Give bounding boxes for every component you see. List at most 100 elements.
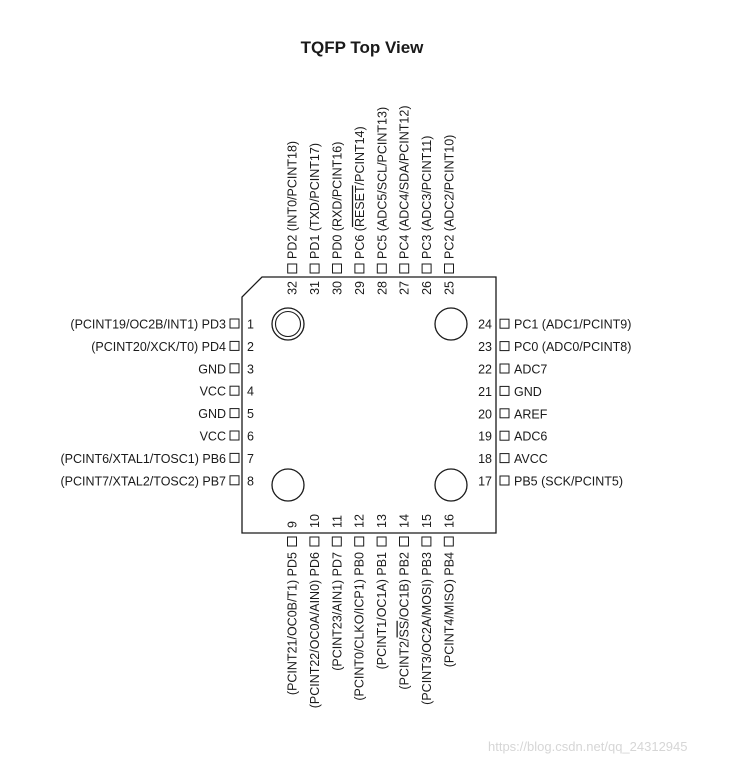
- pin-label-6: VCC: [200, 430, 226, 444]
- package-body: [241, 276, 497, 534]
- pin-label-17: PB5 (SCK/PCINT5): [514, 475, 623, 489]
- pin-label-20: AREF: [514, 407, 548, 421]
- pin-number-7: 7: [247, 452, 254, 466]
- pin-number-32: 32: [286, 281, 300, 295]
- pin-pad-bottom-12: [354, 536, 365, 547]
- pin-label-1: (PCINT19/OC2B/INT1) PD3: [70, 318, 226, 332]
- pin-pad-bottom-15: [421, 536, 432, 547]
- pin-pad-left-1: [229, 318, 240, 329]
- pin-pad-top-30: [332, 263, 342, 274]
- pin-number-11: 11: [330, 515, 344, 528]
- pin-label-4: VCC: [200, 385, 226, 399]
- pin-number-24: 24: [478, 318, 492, 332]
- pin-pad-bottom-16: [443, 536, 454, 547]
- pin-number-2: 2: [247, 340, 254, 354]
- pin-label-26: PC3 (ADC3/PCINT11): [420, 136, 434, 259]
- pin-pad-right-19: [499, 430, 510, 441]
- pin-pad-top-25: [444, 263, 454, 274]
- pin-pad-right-24: [499, 318, 510, 329]
- pin-number-29: 29: [353, 281, 367, 295]
- pin-pad-top-27: [399, 263, 410, 274]
- pin-label-12: (PCINT0/CLKO/ICP1) PB0: [353, 552, 367, 701]
- pin1-indicator-outer-circle: [271, 307, 305, 341]
- pin-pad-bottom-9: [287, 536, 297, 547]
- pin-pad-bottom-13: [376, 536, 387, 547]
- pin-number-25: 25: [443, 281, 457, 295]
- pin-label-8: (PCINT7/XTAL2/TOSC2) PB7: [60, 474, 226, 488]
- pin-label-14: (PCINT2/SS/OC1B) PB2: [398, 552, 412, 690]
- pin-number-21: 21: [478, 385, 492, 399]
- pin-pad-top-29: [354, 263, 365, 274]
- watermark-text: https://blog.csdn.net/qq_24312945: [488, 739, 688, 754]
- pin-number-8: 8: [247, 474, 254, 488]
- pin-pad-left-4: [229, 385, 240, 396]
- pin-number-12: 12: [353, 514, 367, 528]
- pin-number-5: 5: [247, 407, 254, 421]
- pin-pad-left-6: [229, 430, 240, 441]
- pin-pad-bottom-10: [309, 536, 320, 547]
- pin-number-14: 14: [398, 514, 412, 528]
- pin-label-3: GND: [198, 362, 226, 376]
- package-outline: [241, 276, 497, 534]
- pin-number-18: 18: [478, 452, 492, 466]
- pin-label-7: (PCINT6/XTAL1/TOSC1) PB6: [60, 452, 226, 466]
- pin1-indicator-inner-circle: [274, 310, 302, 338]
- pin-label-25: PC2 (ADC2/PCINT10): [443, 135, 457, 259]
- pin-label-11: (PCINT23/AIN1) PD7: [330, 552, 344, 671]
- pin-label-5: GND: [198, 407, 226, 421]
- pin-label-27: PC4 (ADC4/SDA/PCINT12): [398, 105, 412, 259]
- pin-label-10: (PCINT22/OC0A/AIN0) PD6: [308, 552, 322, 708]
- pin-number-31: 31: [308, 281, 322, 295]
- pin-group: 1(PCINT19/OC2B/INT1) PD32(PCINT20/XCK/T0…: [60, 105, 631, 708]
- pin-pad-bottom-14: [399, 536, 409, 547]
- pin-pad-top-31: [309, 263, 320, 274]
- pin-number-22: 22: [478, 363, 492, 377]
- pin-pad-right-17: [499, 475, 510, 486]
- pin-number-20: 20: [478, 407, 492, 421]
- pin-label-9: (PCINT21/OC0B/T1) PD5: [286, 552, 300, 695]
- pin-number-27: 27: [398, 281, 412, 295]
- pin-pad-top-26: [421, 263, 432, 274]
- pin-pad-right-23: [499, 341, 510, 352]
- pin-number-19: 19: [478, 430, 492, 444]
- pin-label-29: PC6 (RESET/PCINT14): [353, 126, 367, 259]
- pin-pad-top-32: [287, 263, 298, 274]
- pin-number-26: 26: [420, 281, 434, 295]
- pin-number-4: 4: [247, 385, 254, 399]
- pin-pad-left-5: [229, 408, 240, 419]
- pin-pad-right-21: [499, 385, 510, 396]
- pin-label-31: PD1 (TXD/PCINT17): [308, 143, 322, 259]
- corner-circle-bottom-left: [271, 468, 305, 502]
- pin-number-28: 28: [375, 281, 389, 295]
- pin-label-23: PC0 (ADC0/PCINT8): [514, 340, 631, 354]
- pin-label-15: (PCINT3/OC2A/MOSI) PB3: [420, 552, 434, 705]
- pin-number-3: 3: [247, 362, 254, 376]
- pin-pad-right-22: [499, 363, 510, 374]
- pin-label-18: AVCC: [514, 452, 548, 466]
- corner-circle-bottom-right: [434, 468, 468, 502]
- pin-number-10: 10: [308, 514, 322, 528]
- pin-label-19: ADC6: [514, 430, 547, 444]
- diagram-title: TQFP Top View: [301, 38, 425, 57]
- pin-label-28: PC5 (ADC5/SCL/PCINT13): [375, 107, 389, 259]
- pin-number-1: 1: [247, 318, 254, 332]
- pin-number-30: 30: [331, 281, 345, 295]
- pin-number-6: 6: [247, 430, 254, 444]
- pin-number-9: 9: [286, 521, 300, 528]
- pin-number-23: 23: [478, 340, 492, 354]
- pin-pad-left-3: [229, 363, 240, 374]
- pin-pad-left-7: [229, 452, 240, 463]
- pin-label-13: (PCINT1/OC1A) PB1: [375, 552, 389, 669]
- pin-label-30: PD0 (RXD/PCINT16): [331, 142, 345, 259]
- pin-number-16: 16: [442, 514, 456, 528]
- pin-number-15: 15: [420, 514, 434, 528]
- pin-pad-left-2: [229, 340, 240, 351]
- pin-label-22: ADC7: [514, 363, 547, 377]
- pin-number-13: 13: [375, 514, 389, 528]
- pin-pad-left-8: [229, 475, 240, 486]
- pin-pad-right-20: [499, 408, 510, 419]
- corner-circle-top-right: [434, 307, 468, 341]
- pin-label-21: GND: [514, 385, 542, 399]
